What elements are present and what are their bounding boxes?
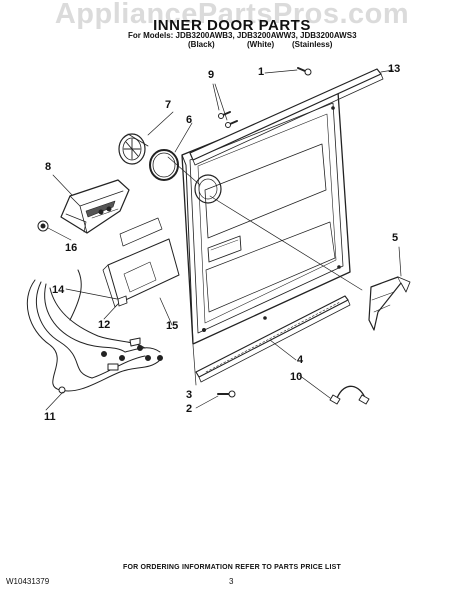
callout-4: 4 [297,354,304,366]
document-number: W10431379 [6,577,50,586]
inner-door-panel [181,91,351,345]
ordering-note: FOR ORDERING INFORMATION REFER TO PARTS … [122,564,342,571]
callout-11: 11 [44,411,56,423]
control-panel-cover [119,217,163,247]
callout-3: 3 [186,389,193,401]
vent-5 [368,276,411,331]
callout-6: 6 [186,114,193,126]
models-line: For Models: JDB3200AWB3, JDB3200AWW3, JD… [128,31,357,40]
callout-1: 1 [258,66,265,78]
callout-16: 16 [65,242,78,254]
screws-9 [218,111,238,128]
callout-10: 10 [290,371,303,383]
callout-5: 5 [392,232,399,244]
screw-1 [297,67,312,76]
variant-white: (White) [247,40,275,49]
dispenser-cap-7 [118,133,149,165]
bracket-12 [117,295,128,307]
gasket-6 [149,149,179,181]
wire-harness-11 [26,269,163,394]
lower-trim-4 [195,295,351,383]
callout-9: 9 [208,69,215,81]
cable-10 [329,385,370,405]
variant-black: (Black) [188,40,215,49]
dispenser-8 [60,179,130,234]
callout-2: 2 [186,403,193,415]
page-number: 3 [229,577,234,586]
callout-8: 8 [45,161,52,173]
screw-2 [217,390,236,398]
callout-14: 14 [52,284,65,296]
knob-16 [37,220,49,232]
callout-15: 15 [166,320,179,332]
control-board-15 [102,238,180,308]
callout-13: 13 [388,63,401,75]
callout-7: 7 [165,99,172,111]
leader-lines [45,69,402,411]
top-door-trim [189,68,384,166]
callout-12: 12 [98,319,111,331]
variant-stainless: (Stainless) [292,40,333,49]
diagram-title: INNER DOOR PARTS [153,17,311,34]
